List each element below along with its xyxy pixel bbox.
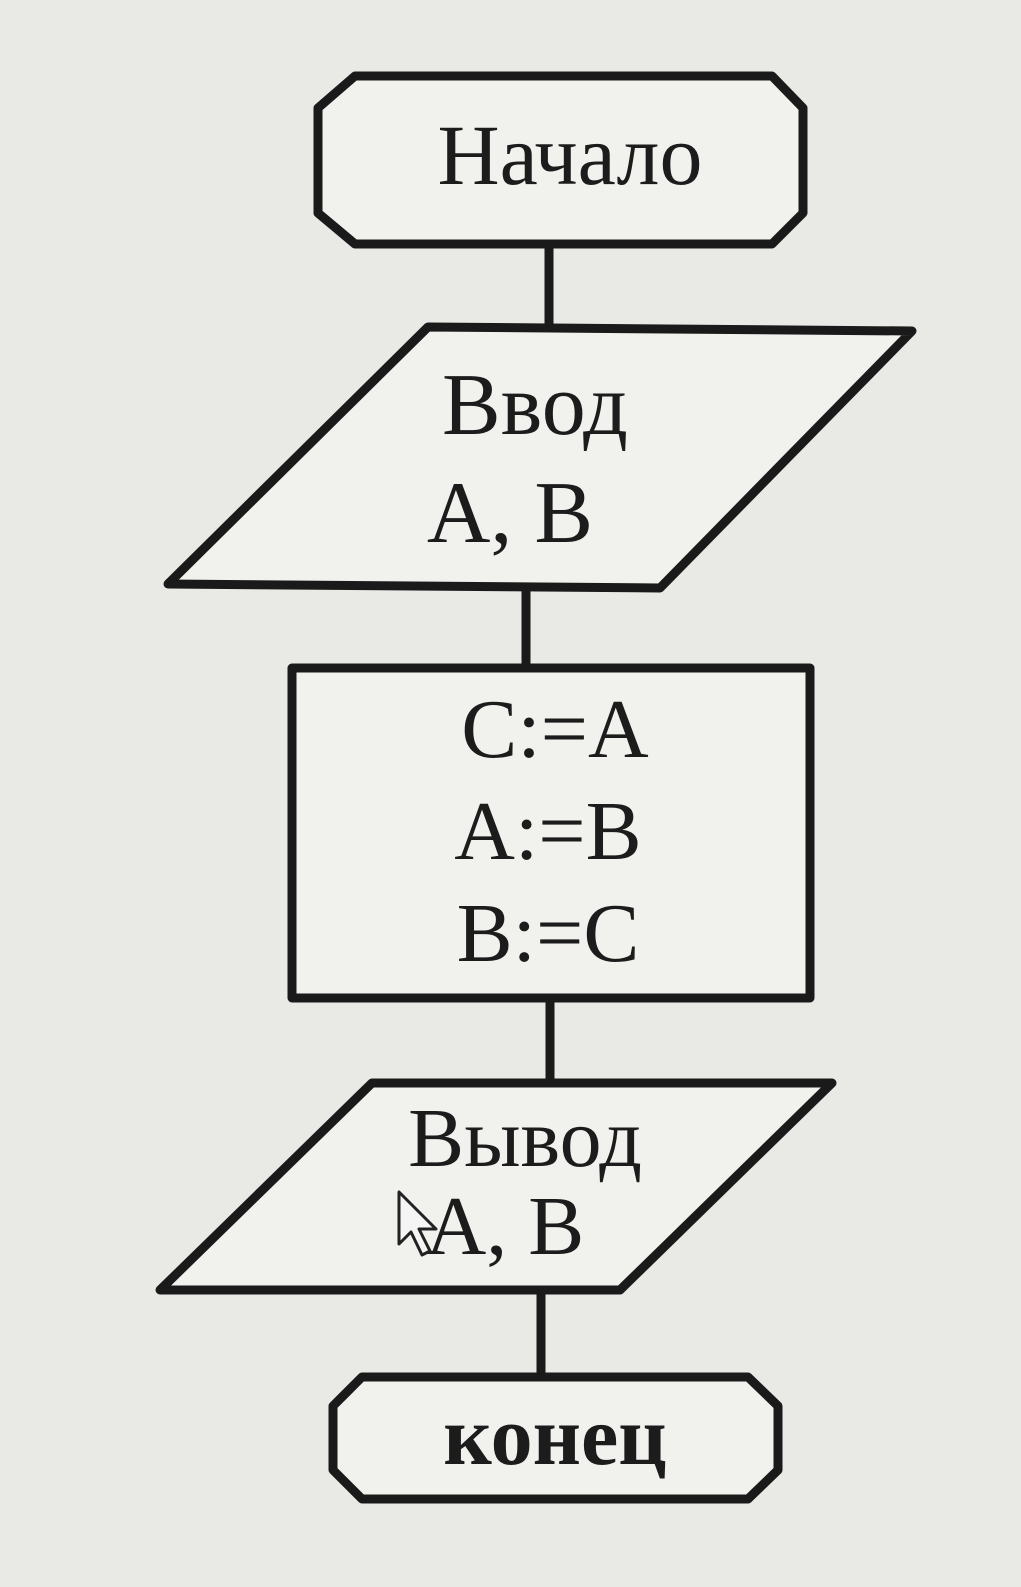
input-title: Ввод	[442, 357, 628, 454]
end-label: конец	[443, 1390, 667, 1483]
output-title: Вывод	[408, 1092, 642, 1185]
input-parallelogram-shape	[163, 322, 917, 593]
end-terminator-shape	[328, 1372, 783, 1504]
process-line-1: C:=A	[461, 683, 649, 776]
start-label: Начало	[437, 107, 703, 203]
start-terminator-shape	[313, 71, 808, 249]
process-rectangle-shape	[287, 663, 815, 1003]
mouse-pointer-icon	[397, 1190, 438, 1257]
output-parallelogram-shape	[155, 1078, 837, 1295]
output-vars: A, B	[425, 1180, 585, 1273]
input-vars: A, B	[426, 465, 594, 562]
process-line-2: A:=B	[454, 785, 642, 878]
process-line-3: B:=C	[456, 887, 640, 980]
